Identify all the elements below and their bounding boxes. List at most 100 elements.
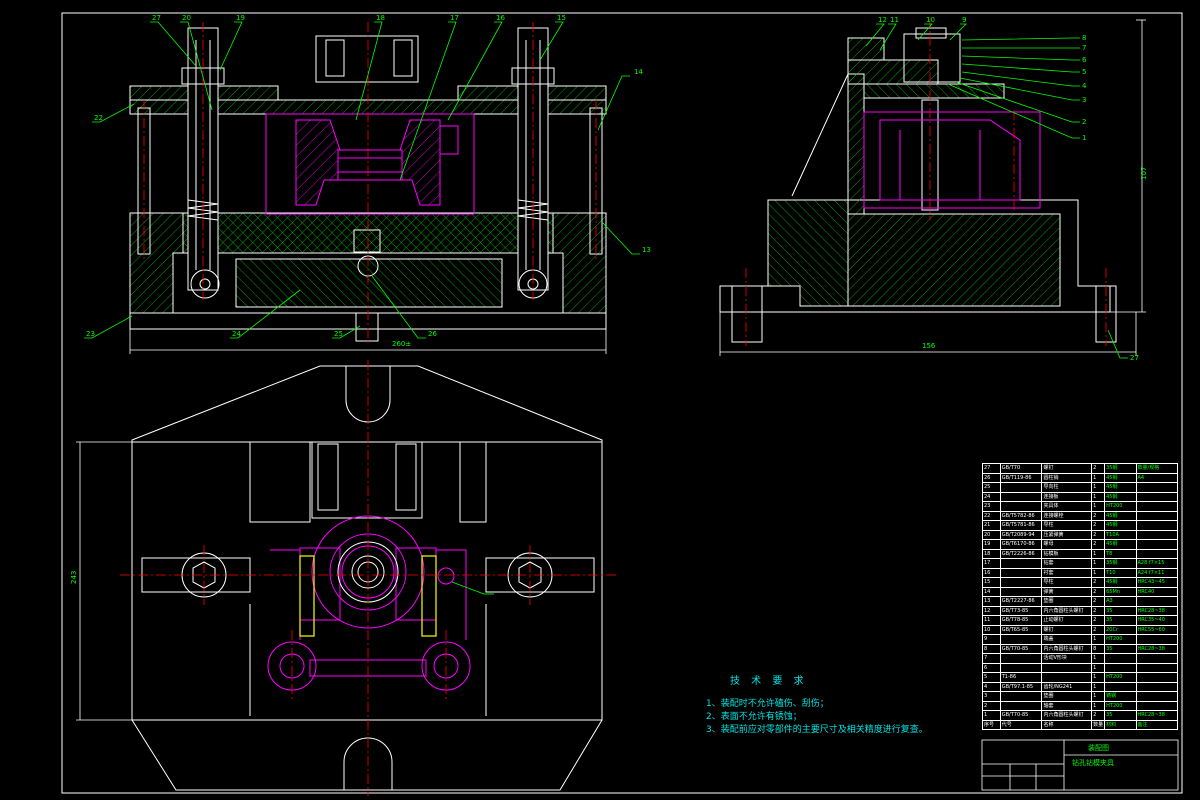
bom-cell-code: GB/T2089-94 [999,529,1043,540]
bom-cell-mat: 45钢 [1104,539,1137,550]
bom-cell-mat: 35钢 [1104,558,1137,569]
bom-cell-code: GB/T6170-86 [999,539,1043,550]
bom-cell-mat: T10 [1104,567,1137,578]
bom-cell-mat: T8 [1104,548,1137,559]
bom-cell-note [1135,672,1179,683]
bom-cell-name: 连接板 [1041,491,1093,502]
bom-cell-qty: 1 [1091,548,1106,559]
bom-cell-code: GB/T97.1-85 [999,681,1043,692]
bom-cell-note [1135,681,1179,692]
bom-cell-mat: 45钢 [1104,577,1137,588]
bom-cell-name: 垫圈 [1041,691,1093,702]
bom-cell-no: 17 [982,558,1001,569]
bom-cell-qty: 1 [1091,558,1106,569]
bom-cell-note [1135,700,1179,711]
plan-height-dim: 243 [70,571,78,584]
bom-cell-qty: 1 [1091,482,1106,493]
side-callout-27: 27 [1130,354,1139,362]
bom-cell-name: 螺钉 [1041,624,1093,635]
bom-cell-code: GB/T70-85 [999,710,1043,721]
bom-cell-name: 钻模板 [1041,548,1093,559]
callout-25: 25 [334,330,343,338]
bom-cell-mat: 65Mn [1104,586,1137,597]
bom-cell-no: 序号 [982,719,1001,730]
side-view [719,27,1117,343]
plan-centerlines [120,360,616,796]
bom-cell-no: 22 [982,510,1001,521]
bom-cell-name: 衬套 [1041,567,1093,578]
bom-cell-qty: 1 [1091,700,1106,711]
bom-cell-name: 名称 [1041,719,1093,730]
bom-cell-no: 12 [982,605,1001,616]
side-callout-9: 9 [962,16,966,24]
bom-cell-note [1135,662,1179,673]
bom-cell-note [1135,491,1179,502]
bom-cell-code: 代号 [999,719,1043,730]
bom-cell-qty: 2 [1091,463,1106,474]
bom-cell-qty: 1 [1091,567,1106,578]
bom-cell-qty: 2 [1091,529,1106,540]
drawing-name: 装配图 [1088,744,1109,752]
bom-cell-mat: HT200 [1104,634,1137,645]
bom-cell-no: 5 [982,672,1001,683]
bom-cell-qty: 2 [1091,539,1106,550]
bom-cell-code: GB/T70-85 [999,643,1043,654]
bom-cell-name: 导柱 [1041,577,1093,588]
side-callout-4: 4 [1082,82,1087,90]
bom-cell-mat: 35 [1104,605,1137,616]
bom-cell-qty: 1 [1091,491,1106,502]
bom-cell-no: 2 [982,700,1001,711]
bom-cell-qty: 数量 [1091,719,1106,730]
bom-cell-no: 26 [982,472,1001,483]
callout-13: 13 [642,246,651,254]
side-centerlines [745,18,1107,346]
bom-cell-note: HRC35~40 [1135,615,1179,626]
bom-cell-qty: 1 [1091,691,1106,702]
bom-cell-name: 止动螺钉 [1041,615,1093,626]
bom-cell-code [999,491,1043,502]
callout-27: 27 [152,14,161,22]
bom-cell-mat: 45钢 [1104,510,1137,521]
bom-cell-name [1041,662,1093,673]
callout-18: 18 [376,14,385,22]
bom-cell-no: 16 [982,567,1001,578]
bom-cell-name: 内六角圆柱头螺钉 [1041,605,1093,616]
front-dimension [129,329,607,354]
bom-cell-name: 垫圈 [1041,596,1093,607]
bom-cell-name: 导向柱 [1041,482,1093,493]
callout-22: 22 [94,114,103,122]
bom-cell-note: HRC43~45 [1135,577,1179,588]
bom-cell-name: 导柱 [1041,520,1093,531]
bom-cell-note [1135,691,1179,702]
bom-cell-no: 21 [982,520,1001,531]
bom-cell-code: GB/T2226-86 [999,548,1043,559]
bom-cell-qty: 2 [1091,605,1106,616]
callout-19: 19 [236,14,245,22]
bom-cell-note [1135,634,1179,645]
tech-requirement-1: 1、装配时不允许磕伤、刮伤； [706,699,829,709]
bom-cell-no: 27 [982,463,1001,474]
bom-cell-code: GB/T70 [999,463,1043,474]
bom-cell-note [1135,501,1179,512]
bom-cell-mat: 45钢 [1104,491,1137,502]
plan-highlight-pads [299,555,437,637]
bom-cell-qty: 2 [1091,586,1106,597]
plan-leader [451,581,494,595]
callout-15: 15 [557,14,566,22]
bom-cell-mat: T10A [1104,529,1137,540]
side-workpiece [863,111,1041,209]
bom-cell-no: 4 [982,681,1001,692]
bom-cell-name: 钻套 [1041,558,1093,569]
